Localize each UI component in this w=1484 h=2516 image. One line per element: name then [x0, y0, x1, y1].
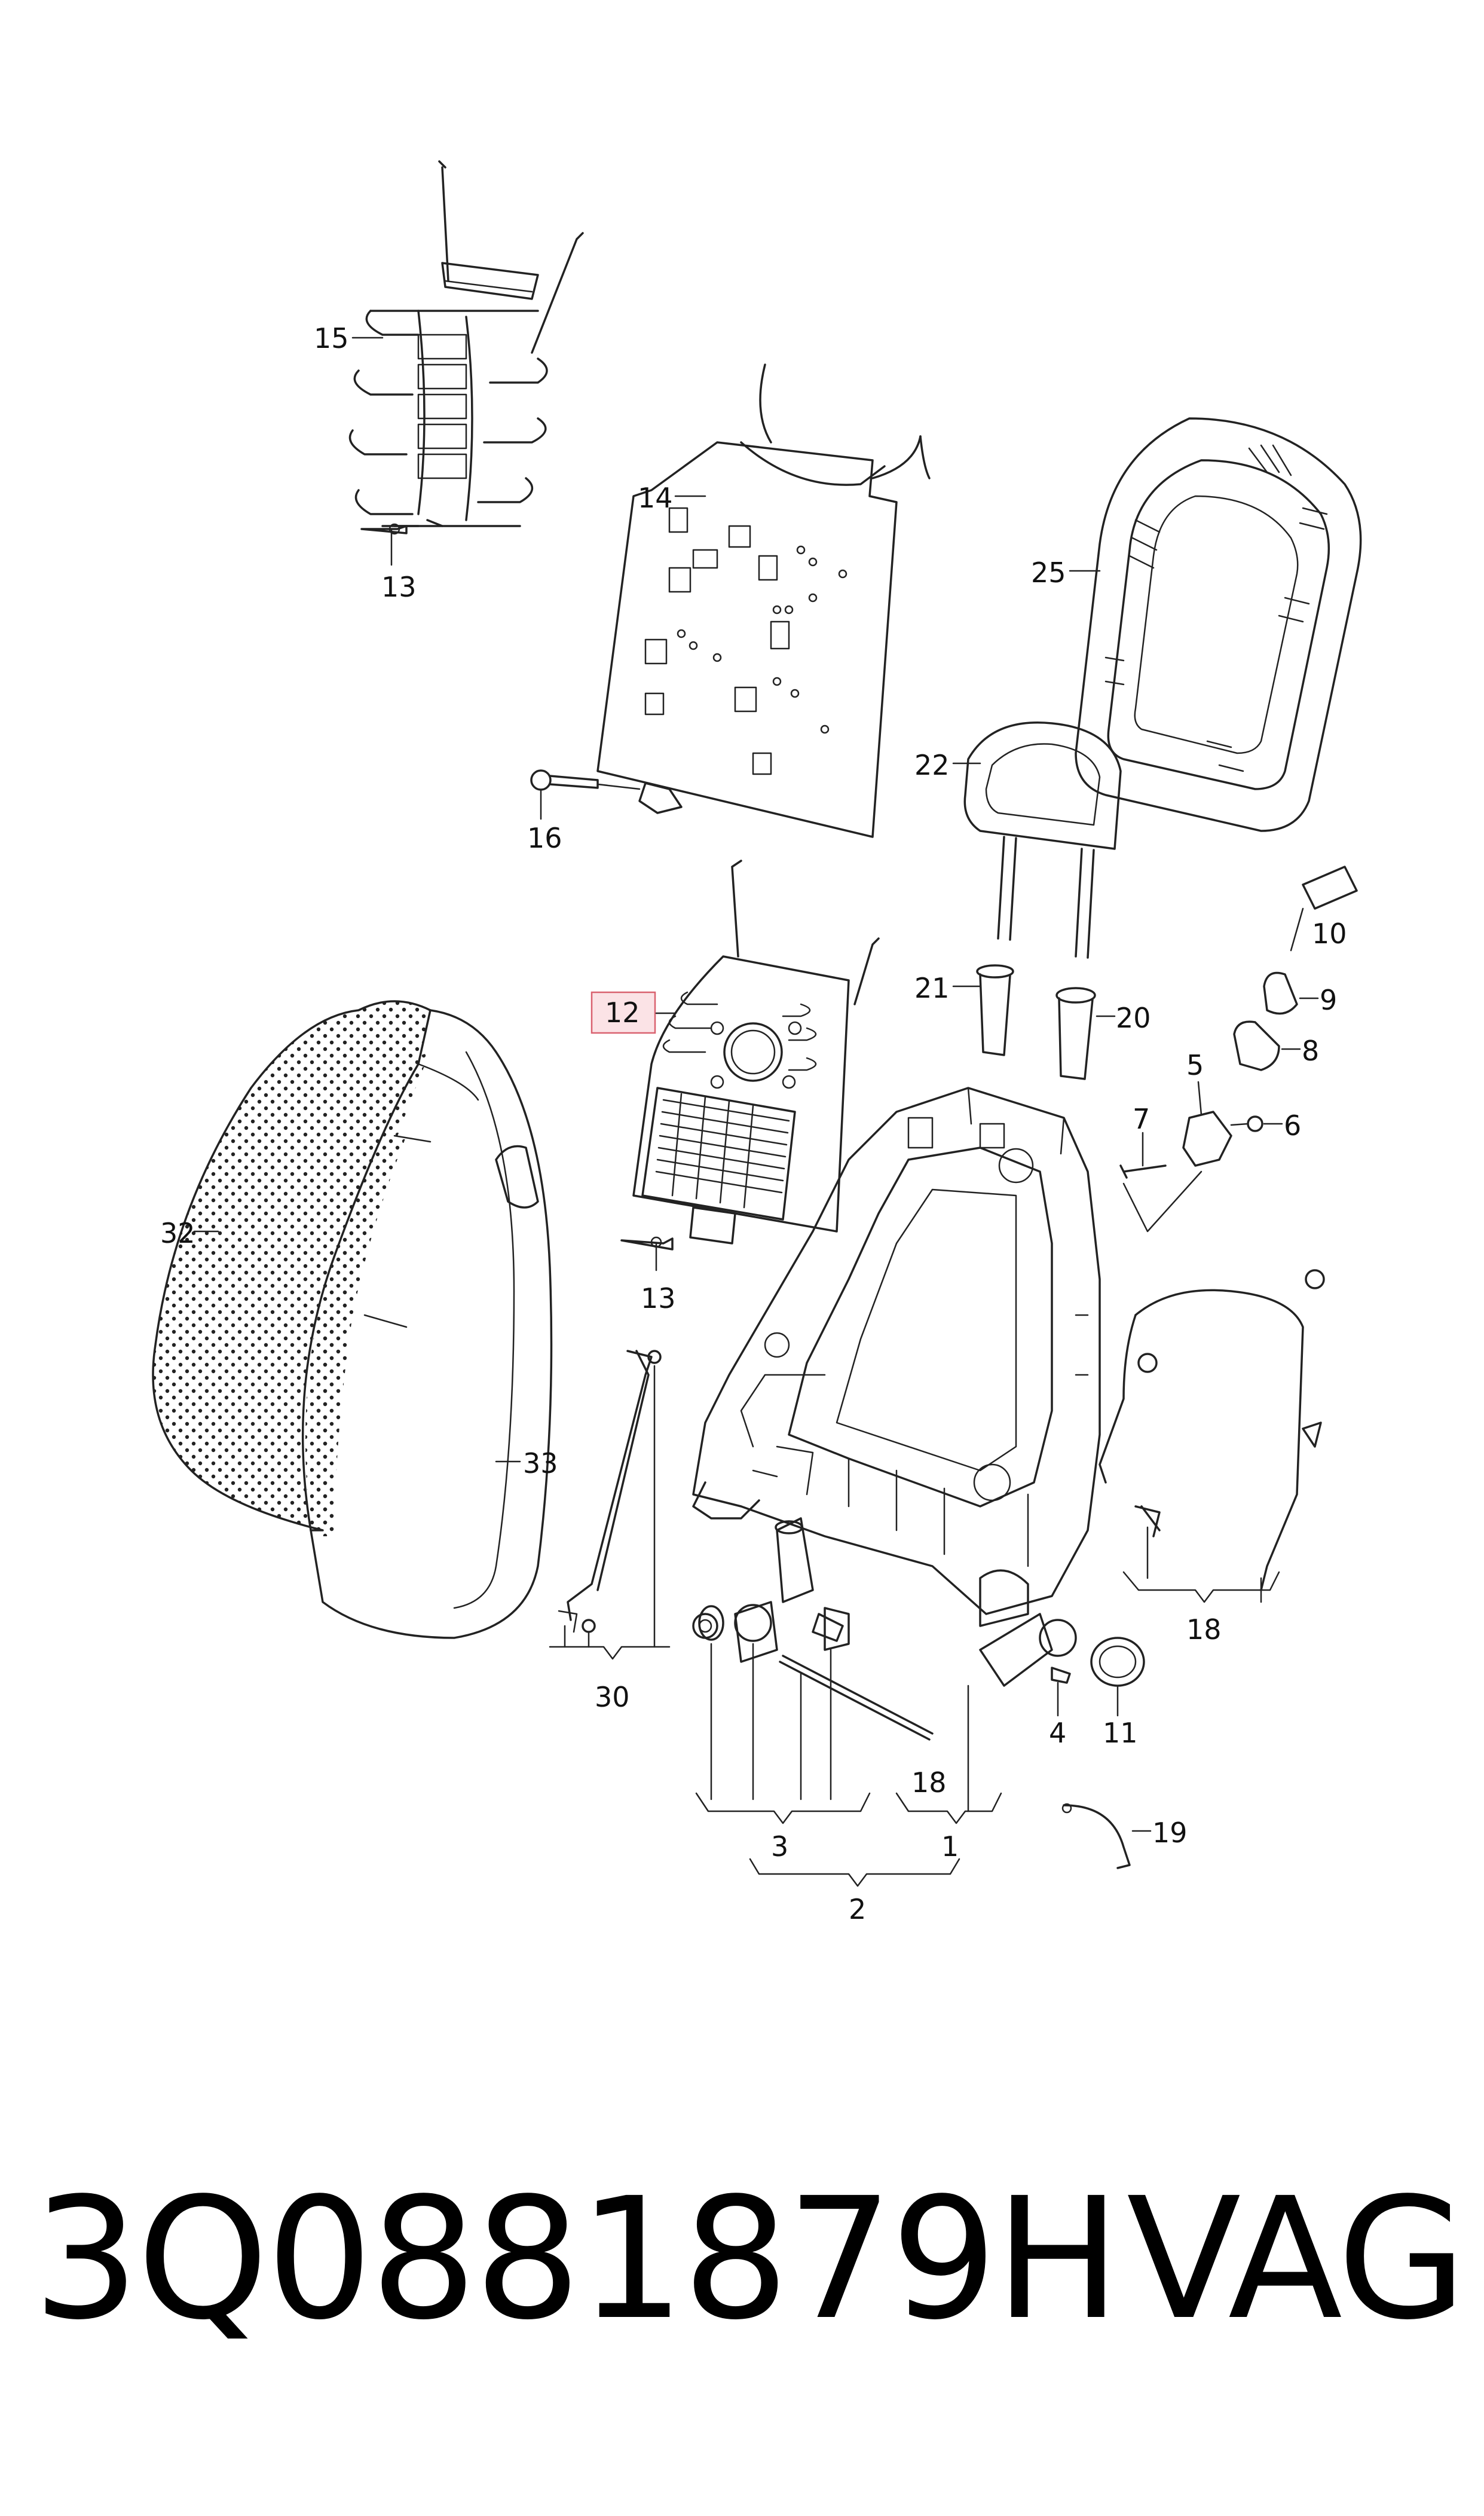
callout-30: 30: [595, 1681, 630, 1713]
group-brackets: [695, 1792, 1002, 1887]
callout-6: 6: [1284, 1109, 1301, 1142]
lower-fittings: [698, 1605, 1145, 1812]
callout-33: 33: [523, 1447, 558, 1479]
callout-4: 4: [1049, 1717, 1066, 1749]
headrest-part: [963, 722, 1122, 959]
lumbar-support-part: [632, 860, 880, 1245]
callout-1: 1: [941, 1830, 959, 1863]
callout-11: 11: [1103, 1717, 1138, 1749]
release-cable-18: [1099, 1269, 1325, 1603]
clip-19: [1061, 1803, 1131, 1869]
callout-10: 10: [1312, 918, 1347, 950]
callout-12-highlight: [590, 991, 656, 1034]
callout-3: 3: [771, 1830, 788, 1863]
cover-8: [1233, 1020, 1280, 1071]
callout-5: 5: [1186, 1049, 1204, 1081]
callout-16: 16: [527, 822, 562, 854]
release-handle-10: [1290, 866, 1358, 952]
wire-support-30: [549, 1350, 671, 1660]
backrest-cover-part: [152, 1000, 553, 1639]
callout-12: 12: [605, 996, 640, 1029]
callout-13-lower: 13: [641, 1282, 676, 1314]
callout-13-upper: 13: [381, 571, 417, 603]
rivet-13-upper: [360, 523, 408, 566]
backrest-frame-part: [692, 1087, 1101, 1627]
callout-9: 9: [1320, 984, 1337, 1016]
callout-20: 20: [1116, 1002, 1151, 1034]
callout-2: 2: [849, 1893, 866, 1925]
recliner-motor: [692, 1517, 934, 1741]
part-number: 3Q0881879H: [33, 2162, 1121, 2357]
cap-9: [1263, 971, 1298, 1015]
lumbar-wire-mat-part: [348, 160, 584, 527]
callout-25: 25: [1031, 557, 1066, 589]
callout-32: 32: [160, 1217, 195, 1249]
backrest-rear-panel-part: [1075, 417, 1362, 832]
callout-14: 14: [638, 482, 673, 514]
brand-name: VAG: [1127, 2162, 1467, 2357]
headrest-guide-21: [976, 964, 1014, 1056]
backrest-plate-part: [596, 363, 931, 838]
callout-8: 8: [1302, 1035, 1319, 1067]
callout-19: 19: [1152, 1817, 1188, 1849]
headrest-guide-20: [1055, 987, 1096, 1080]
release-lever-assembly: [1119, 1081, 1263, 1233]
callout-15: 15: [314, 322, 349, 354]
rivet-13-lower: [620, 1236, 674, 1271]
callout-21: 21: [914, 972, 950, 1004]
screw-16: [530, 769, 641, 820]
callout-18-upper: 18: [1186, 1613, 1222, 1646]
callout-18-lower: 18: [911, 1766, 947, 1799]
callout-22: 22: [914, 749, 950, 781]
callout-7: 7: [1133, 1103, 1150, 1135]
